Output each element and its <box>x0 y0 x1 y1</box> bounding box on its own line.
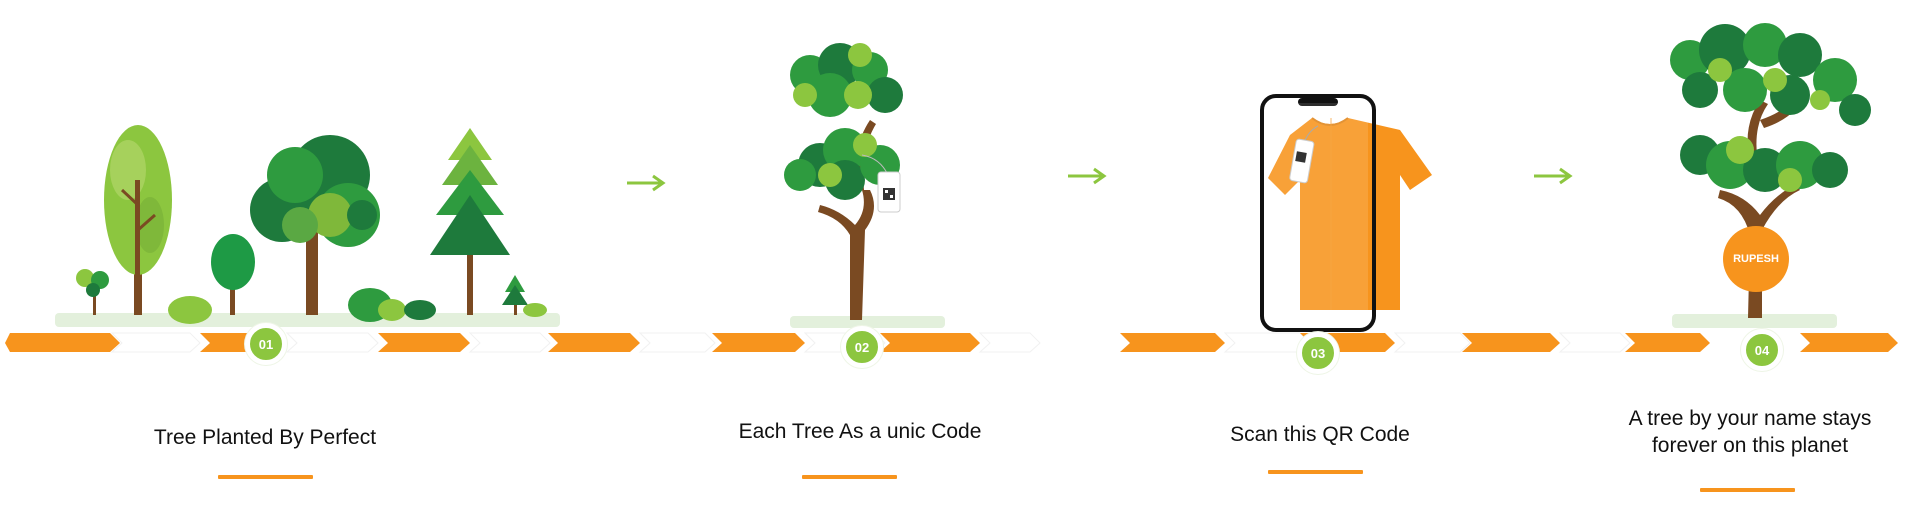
step-number: 01 <box>258 336 274 352</box>
big-round-tree <box>250 135 380 315</box>
tall-tree <box>104 125 172 315</box>
arrow-right-icon <box>1534 167 1573 185</box>
caption-underline-2 <box>802 475 897 479</box>
sapling-left <box>76 269 109 315</box>
step-number: 02 <box>854 339 870 355</box>
step-number: 03 <box>1310 345 1326 361</box>
named-tree <box>1670 23 1871 318</box>
name-tag-label: RUPESH <box>1733 253 1779 265</box>
step-badge-1: 01 <box>245 323 287 365</box>
caption-underline-4 <box>1700 488 1795 492</box>
step-badge-3: 03 <box>1297 332 1339 374</box>
small-pine <box>502 275 547 317</box>
pine-tree <box>430 128 510 315</box>
round-small-tree <box>211 234 255 315</box>
arrow-right-icon <box>1068 167 1107 185</box>
step-caption-3: Scan this QR Code <box>1230 423 1410 446</box>
step-caption-1: Tree Planted By Perfect <box>153 426 377 449</box>
name-tag-badge: RUPESH <box>1723 226 1789 292</box>
step-caption-2: Each Tree As a unic Code <box>738 420 982 443</box>
step-badge-4: 04 <box>1741 329 1783 371</box>
shirt-qr-tag <box>1289 125 1319 184</box>
step-number: 04 <box>1754 342 1770 358</box>
step-caption-4: A tree by your name stays forever on thi… <box>1628 407 1872 457</box>
caption-underline-3 <box>1268 470 1363 474</box>
step-badge-2: 02 <box>841 326 883 368</box>
caption-underline-1 <box>218 475 313 479</box>
arrow-right-icon <box>627 174 666 192</box>
qr-code-icon <box>861 154 901 213</box>
